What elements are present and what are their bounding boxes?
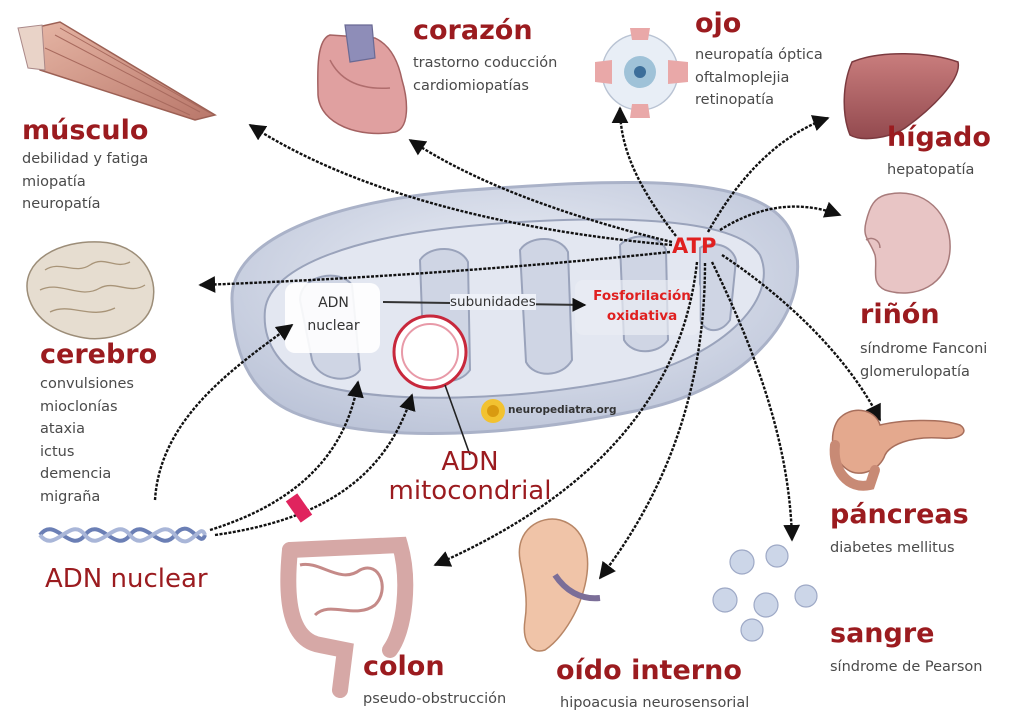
nuclear-dna-box-line1: ADN xyxy=(296,292,371,315)
kidney-image xyxy=(865,193,950,293)
effect-item: hepatopatía xyxy=(887,159,974,182)
pancreas-image xyxy=(833,410,964,485)
ear-image xyxy=(519,519,600,651)
effect-item: ataxia xyxy=(40,418,134,441)
nuclear-dna-title: ADN nuclear xyxy=(45,566,208,592)
effect-item: demencia xyxy=(40,463,134,486)
ojo-title: ojo xyxy=(695,10,741,37)
effect-item: mioclonías xyxy=(40,396,134,419)
effect-item: neuropatía xyxy=(22,193,148,216)
dna-helix-image xyxy=(40,529,205,542)
effect-item: cardiomiopatías xyxy=(413,75,557,98)
pancreas-effects: diabetes mellitus xyxy=(830,537,955,560)
pancreas-title: páncreas xyxy=(830,501,969,528)
cerebro-effects: convulsiones mioclonías ataxia ictus dem… xyxy=(40,373,134,508)
effect-item: miopatía xyxy=(22,171,148,194)
nuclear-dna-box-line2: nuclear xyxy=(296,315,371,338)
brain-image xyxy=(27,242,154,339)
colon-effects: pseudo-obstrucción xyxy=(363,688,506,711)
muscle-image xyxy=(18,22,215,120)
effect-item: glomerulopatía xyxy=(860,361,987,384)
sangre-effects: síndrome de Pearson xyxy=(830,656,983,679)
colon-title: colon xyxy=(363,653,445,680)
heart-image xyxy=(318,25,407,133)
corazon-title: corazón xyxy=(413,17,533,44)
effect-item: oftalmoplejia xyxy=(695,67,823,90)
phosphorylation-line1: Fosforilación xyxy=(592,286,692,306)
effect-item: convulsiones xyxy=(40,373,134,396)
watermark-text: neuropediatra.org xyxy=(508,404,616,416)
phosphorylation-line2: oxidativa xyxy=(592,306,692,326)
mitochondrial-dna-ring xyxy=(394,316,466,388)
phosphorylation-label: Fosforilación oxidativa xyxy=(592,286,692,326)
effect-item: debilidad y fatiga xyxy=(22,148,148,171)
nuclear-dna-box-label: ADN nuclear xyxy=(296,292,371,338)
higado-effects: hepatopatía xyxy=(887,159,974,182)
sangre-title: sangre xyxy=(830,620,934,647)
effect-item: ictus xyxy=(40,441,134,464)
musculo-title: músculo xyxy=(22,117,148,144)
mito-dna-line1: ADN xyxy=(385,448,555,477)
effect-item: diabetes mellitus xyxy=(830,537,955,560)
effect-item: retinopatía xyxy=(695,89,823,112)
effect-item: neuropatía óptica xyxy=(695,44,823,67)
atp-label: ATP xyxy=(672,234,716,258)
rinon-effects: síndrome Fanconi glomerulopatía xyxy=(860,338,987,383)
effect-item: migraña xyxy=(40,486,134,509)
effect-item: pseudo-obstrucción xyxy=(363,688,506,711)
mito-dna-label: ADN mitocondrial xyxy=(385,448,555,506)
effect-item: síndrome de Pearson xyxy=(830,656,983,679)
oido-effects: hipoacusia neurosensorial xyxy=(560,692,749,715)
mito-dna-line2: mitocondrial xyxy=(385,477,555,506)
higado-title: hígado xyxy=(887,124,991,151)
cerebro-title: cerebro xyxy=(40,341,157,368)
rinon-title: riñón xyxy=(860,301,940,328)
effect-item: hipoacusia neurosensorial xyxy=(560,692,749,715)
musculo-effects: debilidad y fatiga miopatía neuropatía xyxy=(22,148,148,216)
corazon-effects: trastorno coducción cardiomiopatías xyxy=(413,52,557,97)
blood-cells-image xyxy=(713,545,817,641)
effect-item: trastorno coducción xyxy=(413,52,557,75)
eye-image xyxy=(595,28,688,118)
subunits-label: subunidades xyxy=(450,294,536,310)
effect-item: síndrome Fanconi xyxy=(860,338,987,361)
ojo-effects: neuropatía óptica oftalmoplejia retinopa… xyxy=(695,44,823,112)
oido-title: oído interno xyxy=(556,657,742,684)
